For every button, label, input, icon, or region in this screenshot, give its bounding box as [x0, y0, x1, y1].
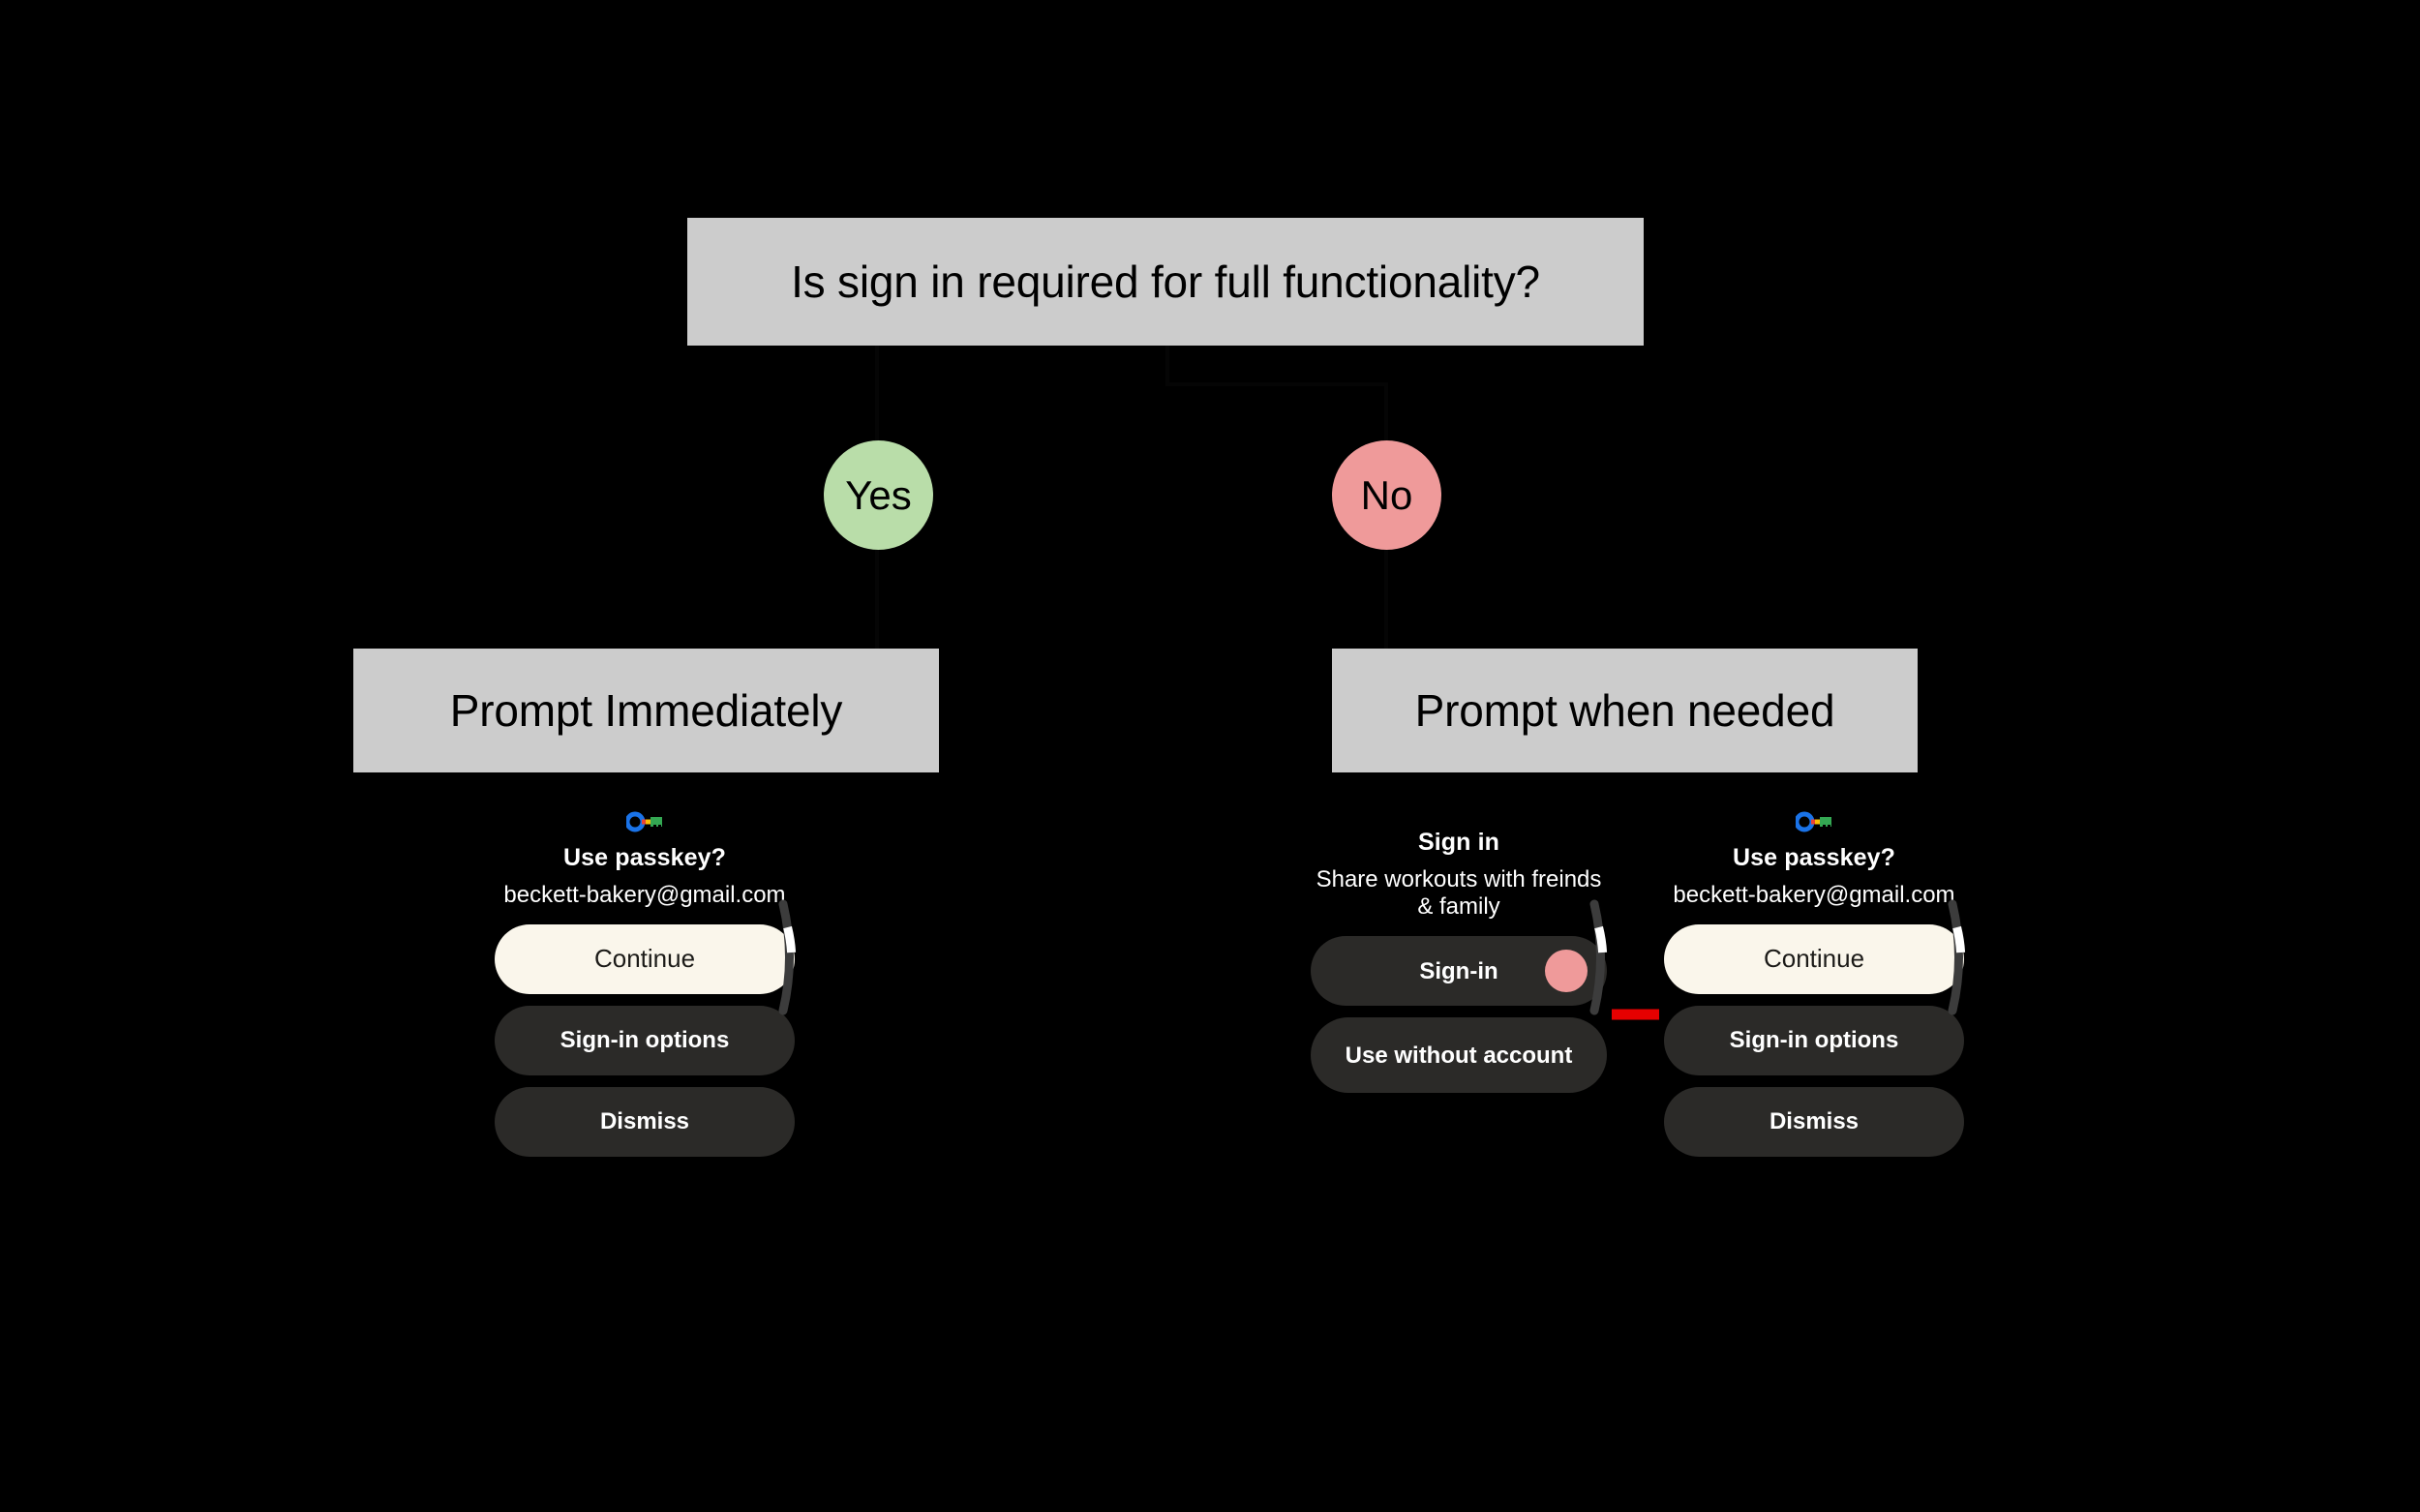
outcome-prompt-immediately-label: Prompt Immediately	[449, 685, 843, 736]
scroll-indicator-signin[interactable]	[1586, 899, 1615, 1015]
dismiss-button-left-label: Dismiss	[599, 1108, 690, 1135]
connector-no-vertical	[1384, 382, 1388, 440]
outcome-prompt-immediately-box: Prompt Immediately	[353, 649, 939, 772]
panel-title-signin: Sign in	[1417, 829, 1500, 856]
branch-no-label: No	[1360, 471, 1413, 518]
decision-root-label: Is sign in required for full functionali…	[791, 257, 1540, 307]
sign-in-button-label: Sign-in	[1419, 957, 1498, 984]
connector-no-to-when-needed	[1384, 550, 1388, 649]
google-passkey-key-icon	[626, 811, 662, 832]
watch-panel-signin: Sign in Share workouts with freinds & fa…	[1309, 811, 1609, 1105]
scroll-indicator-left[interactable]	[774, 899, 803, 1015]
outcome-prompt-when-needed-label: Prompt when needed	[1414, 685, 1835, 736]
use-without-account-button-label: Use without account	[1345, 1042, 1573, 1069]
panel-account-email-right: beckett-bakery@gmail.com	[1673, 881, 1955, 908]
panel-title-left: Use passkey?	[563, 844, 726, 871]
sign-in-button-avatar	[1545, 950, 1588, 993]
sign-in-options-button-left-label: Sign-in options	[560, 1027, 730, 1054]
connector-root-to-yes	[875, 346, 879, 440]
panel-subtitle-signin: Share workouts with freinds & family	[1316, 865, 1602, 921]
google-passkey-key-icon	[1796, 811, 1831, 832]
sign-in-options-button-right-label: Sign-in options	[1729, 1027, 1899, 1054]
connector-yes-to-immediate	[875, 550, 879, 649]
connector-root-to-no	[1165, 346, 1169, 384]
branch-no-circle: No	[1332, 440, 1441, 550]
scroll-indicator-right[interactable]	[1944, 899, 1973, 1015]
branch-yes-circle: Yes	[824, 440, 933, 550]
connector-root-to-no-horizontal	[1165, 382, 1386, 386]
sign-in-button[interactable]: Sign-in	[1311, 936, 1607, 1007]
continue-button-left[interactable]: Continue	[495, 924, 795, 995]
sign-in-options-button-left[interactable]: Sign-in options	[495, 1006, 795, 1076]
continue-button-right-label: Continue	[1763, 944, 1865, 974]
watch-panel-passkey-right: Use passkey? beckett-bakery@gmail.com Co…	[1659, 811, 1969, 1169]
decision-root-box: Is sign in required for full functionali…	[687, 218, 1644, 346]
branch-yes-label: Yes	[845, 471, 912, 518]
continue-button-left-label: Continue	[593, 944, 696, 974]
dismiss-button-right-label: Dismiss	[1769, 1108, 1860, 1135]
panel-title-right: Use passkey?	[1733, 844, 1895, 871]
sign-in-options-button-right[interactable]: Sign-in options	[1664, 1006, 1964, 1076]
dismiss-button-left[interactable]: Dismiss	[495, 1087, 795, 1158]
dismiss-button-right[interactable]: Dismiss	[1664, 1087, 1964, 1158]
panel-account-email-left: beckett-bakery@gmail.com	[503, 881, 786, 908]
outcome-prompt-when-needed-box: Prompt when needed	[1332, 649, 1918, 772]
watch-panel-passkey-left: Use passkey? beckett-bakery@gmail.com Co…	[490, 811, 800, 1169]
use-without-account-button[interactable]: Use without account	[1311, 1017, 1607, 1094]
continue-button-right[interactable]: Continue	[1664, 924, 1964, 995]
